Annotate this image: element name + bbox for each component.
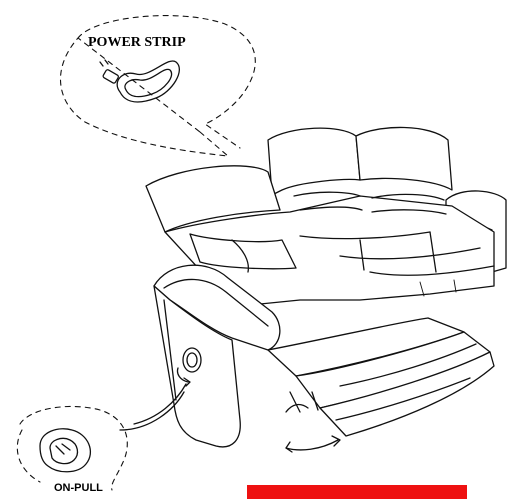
back-cushion-right	[356, 127, 452, 190]
reclining-sofa	[120, 127, 506, 452]
power-strip-callout: POWER STRIP	[60, 16, 255, 156]
on-pull-callout: ON-PULL	[17, 406, 127, 494]
recline-direction-arrow	[286, 436, 340, 452]
back-cushion-middle	[268, 128, 360, 195]
power-strip-label: POWER STRIP	[88, 35, 186, 50]
pull-handle-icon	[40, 429, 90, 472]
on-pull-label: ON-PULL	[54, 482, 103, 494]
power-cord-plug-icon	[100, 60, 179, 102]
red-accent-bar	[247, 485, 467, 499]
